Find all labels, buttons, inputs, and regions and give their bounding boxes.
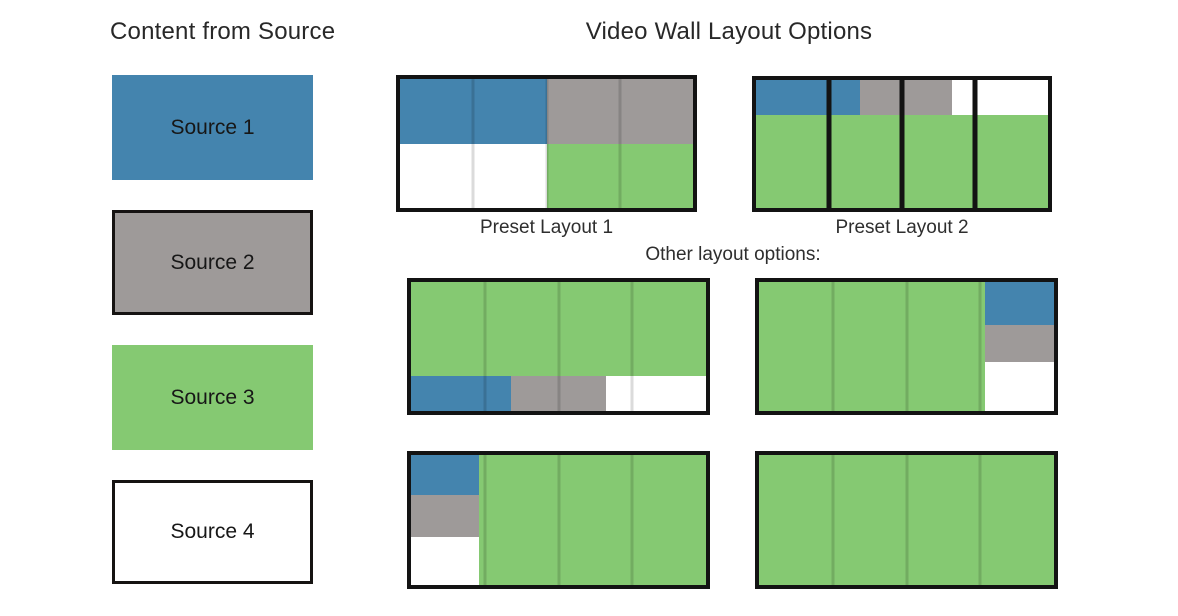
display-divider — [831, 455, 835, 585]
other-layout-1-region-s3 — [411, 282, 706, 377]
left-panel-title: Content from Source — [110, 18, 336, 45]
other-layout-3-region-s4 — [411, 536, 479, 585]
other-layout-2-region-s2 — [984, 324, 1054, 362]
display-divider — [826, 80, 832, 208]
other-layout-3-region-s2 — [411, 495, 479, 537]
other-layout-3 — [407, 451, 710, 589]
source-2-box: Source 2 — [112, 210, 313, 315]
other-layout-1 — [407, 278, 710, 415]
other-layout-2-region-s4 — [984, 361, 1054, 411]
display-divider — [972, 80, 978, 208]
source-3-box: Source 3 — [112, 345, 313, 450]
other-layout-1-region-s1 — [411, 376, 512, 411]
other-layout-3-region-s1 — [411, 455, 479, 496]
display-divider — [630, 455, 634, 585]
preset-layout-1-region-s4 — [400, 143, 547, 208]
right-panel-title: Video Wall Layout Options — [585, 18, 873, 45]
other-layout-3-region-s3 — [478, 455, 706, 585]
preset-layout-1-region-s1 — [400, 79, 547, 144]
display-divider — [899, 80, 905, 208]
source-1-label: Source 1 — [170, 115, 255, 139]
display-divider — [905, 282, 908, 411]
preset-layout-2-region-s4 — [951, 80, 1048, 115]
other-layout-1-region-s2 — [511, 376, 606, 411]
other-layout-2 — [755, 278, 1058, 415]
preset-layout-1-region-s3 — [546, 143, 693, 208]
display-divider — [483, 282, 487, 411]
display-divider — [557, 282, 560, 411]
display-divider — [905, 455, 908, 585]
display-divider — [618, 79, 622, 208]
other-layout-2-region-s1 — [984, 282, 1054, 325]
display-divider — [483, 455, 487, 585]
preset-layout-1-caption: Preset Layout 1 — [479, 217, 614, 238]
source-4-label: Source 4 — [170, 520, 255, 543]
source-1-box: Source 1 — [112, 75, 313, 180]
display-divider — [831, 282, 835, 411]
source-2-label: Source 2 — [170, 250, 255, 274]
preset-layout-2-caption: Preset Layout 2 — [835, 217, 969, 238]
other-layout-2-region-s3 — [759, 282, 985, 411]
preset-layout-1-region-s2 — [546, 79, 693, 144]
display-divider — [978, 455, 982, 585]
display-divider — [630, 282, 634, 411]
other-layout-1-region-s4 — [605, 376, 706, 411]
preset-layout-2 — [752, 76, 1052, 212]
display-divider — [978, 282, 982, 411]
other-layouts-heading: Other layout options: — [645, 244, 821, 265]
other-layout-4-region-s3 — [759, 455, 1054, 585]
preset-layout-2-region-s1 — [756, 80, 860, 115]
other-layout-4 — [755, 451, 1058, 589]
display-divider — [545, 79, 548, 208]
preset-layout-2-region-s2 — [859, 80, 952, 115]
display-divider — [557, 455, 560, 585]
display-divider — [471, 79, 475, 208]
source-4-box: Source 4 — [112, 480, 313, 584]
source-3-label: Source 3 — [170, 385, 255, 409]
preset-layout-1 — [396, 75, 697, 212]
